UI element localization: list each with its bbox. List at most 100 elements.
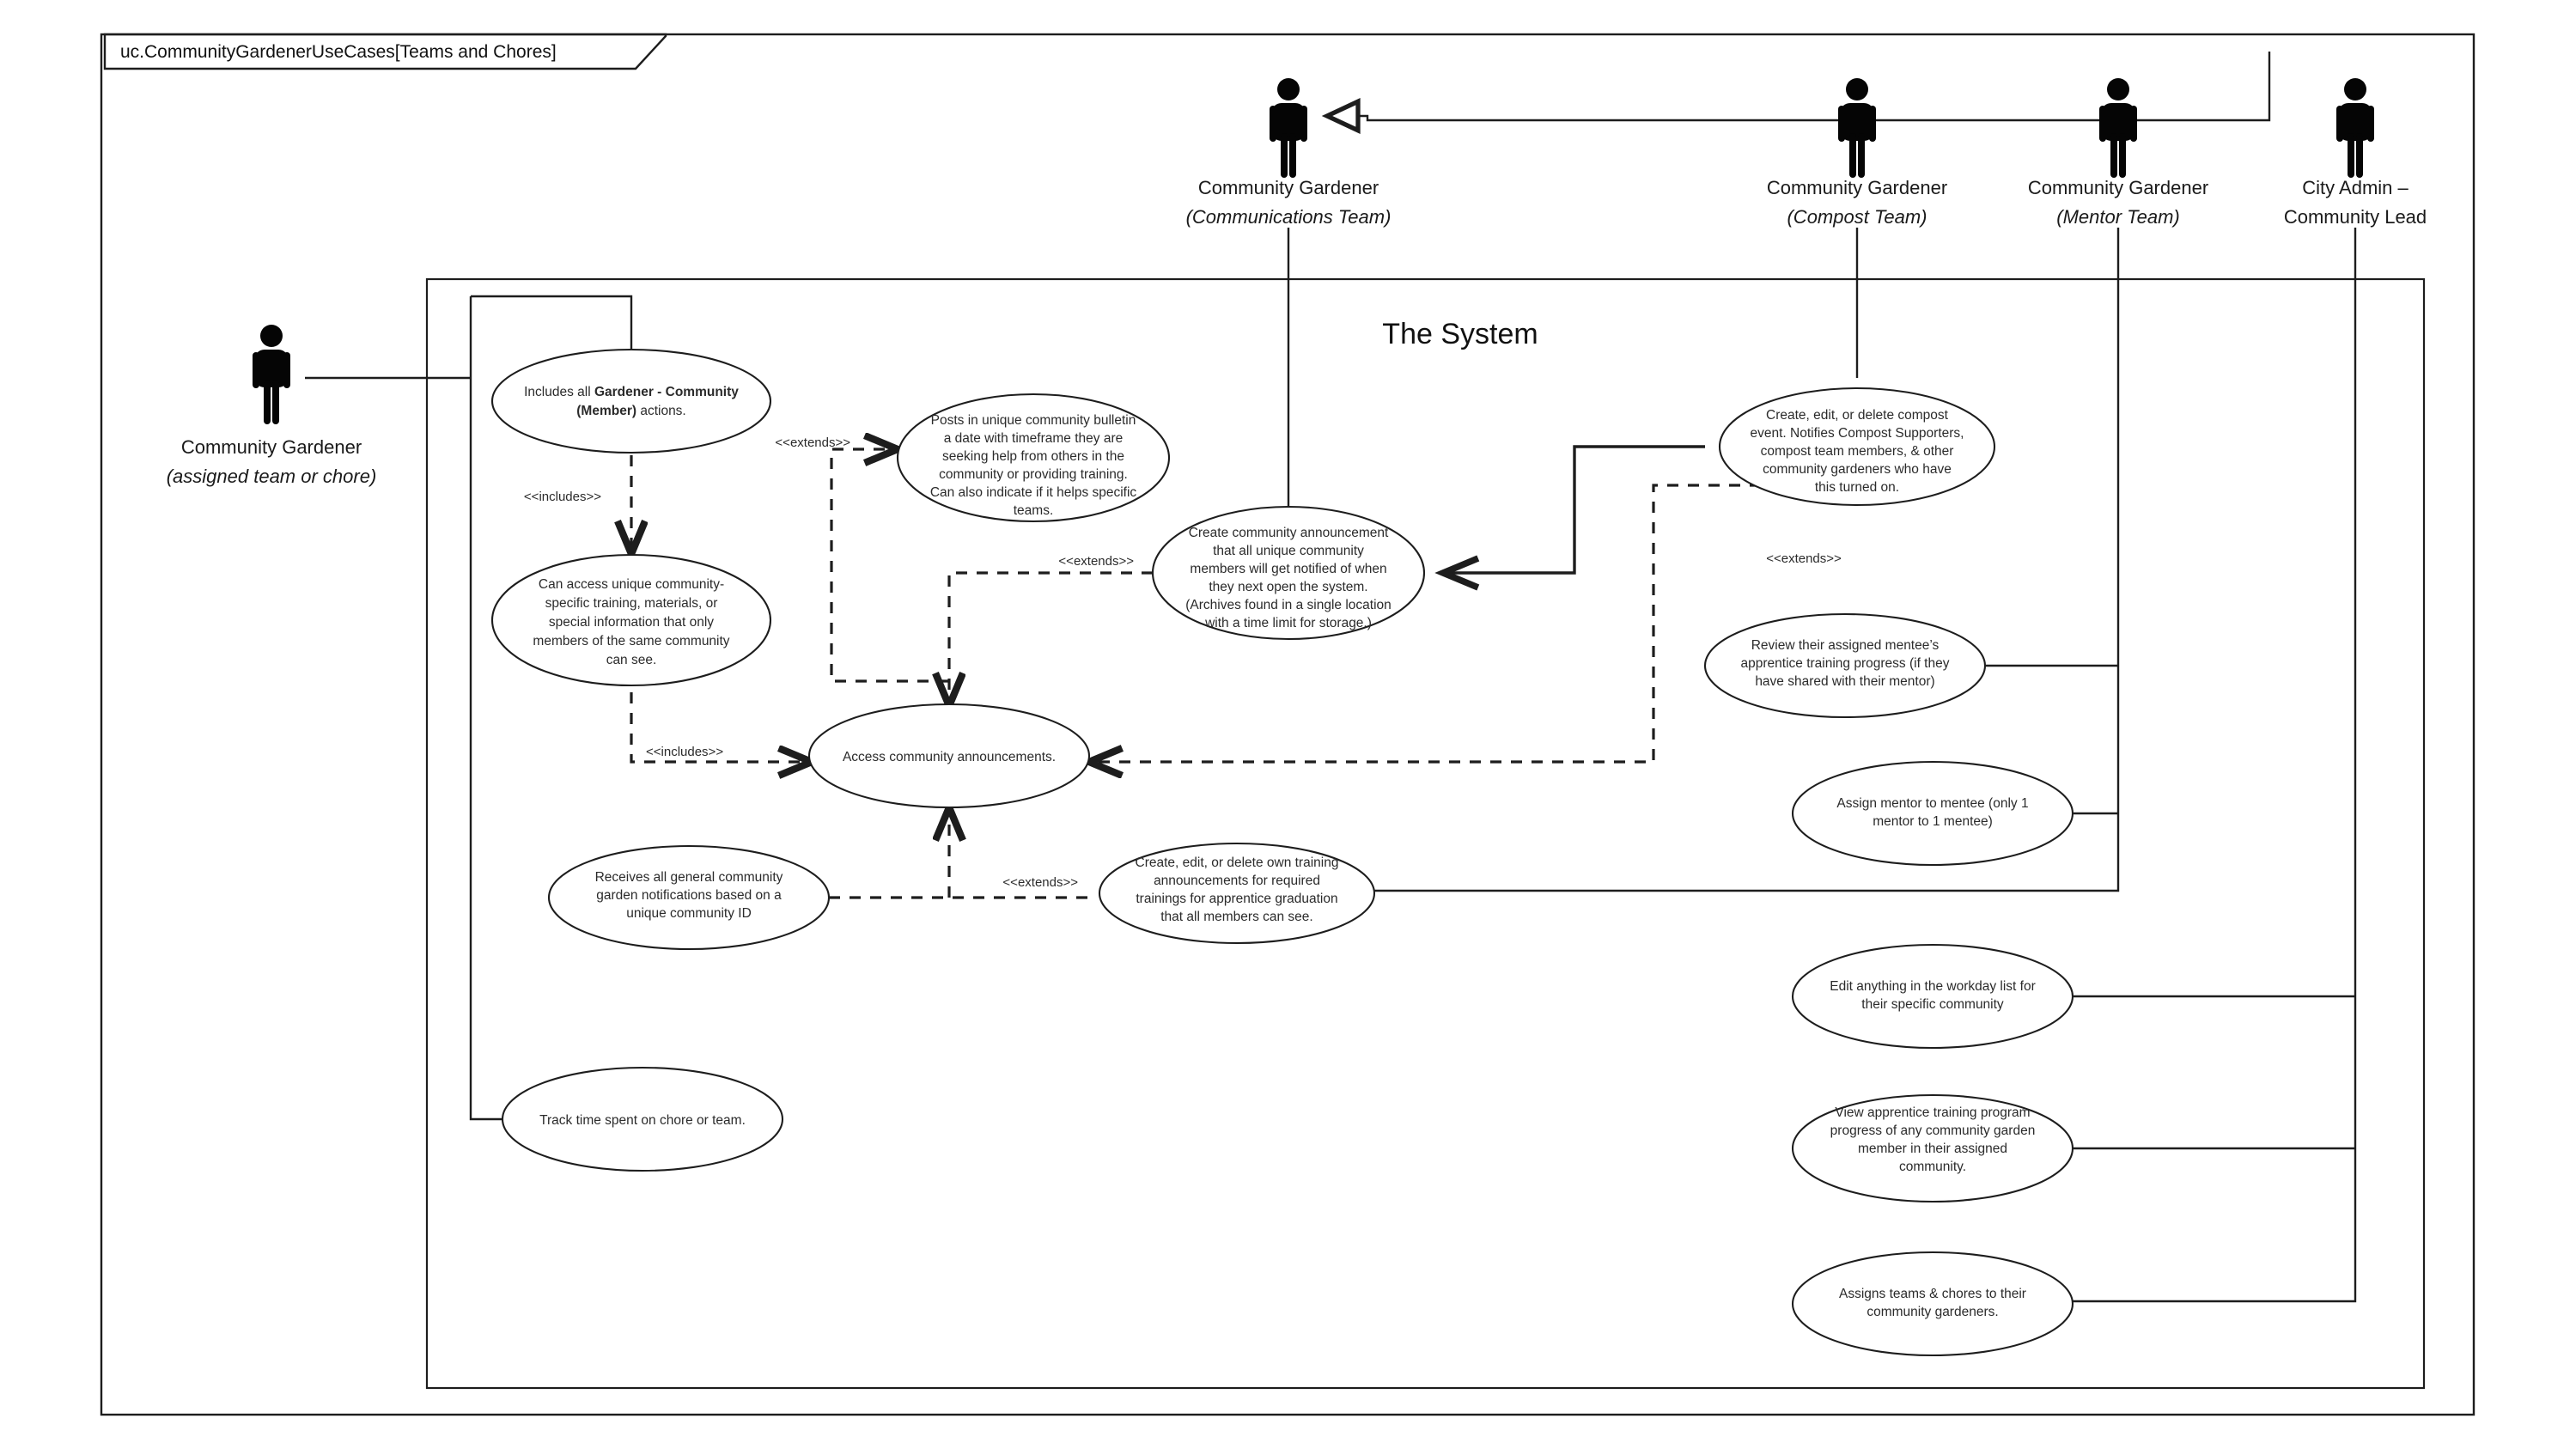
generalization-to-communications xyxy=(1321,52,2271,134)
uc-line: actions. xyxy=(636,404,686,418)
actor-name: Community Gardener xyxy=(1767,177,1947,198)
include-access-to-announcements xyxy=(630,651,812,762)
uc-line: Review their assigned mentee’s xyxy=(1751,638,1940,653)
actor-city-admin[interactable]: City Admin – Community Lead xyxy=(2284,78,2427,228)
uc-line-bold: (Member) xyxy=(576,404,636,418)
uc-line: View apprentice training program xyxy=(1835,1105,2030,1120)
uc-line: specific training, materials, or xyxy=(545,596,718,611)
uc-line: seeking help from others in the xyxy=(942,449,1124,464)
system-title: The System xyxy=(1382,318,1538,350)
uc-line: Assigns teams & chores to their xyxy=(1839,1287,2026,1301)
actor-gardener-assigned[interactable]: Community Gardener (assigned team or cho… xyxy=(167,325,377,487)
stereotype-extends-1: <<extends>> xyxy=(775,435,850,450)
uc-line: member in their assigned xyxy=(1858,1142,2007,1156)
use-case-edit-workday-list[interactable]: Edit anything in the workday list for th… xyxy=(1791,943,2074,1050)
uc-line: compost team members, & other xyxy=(1761,444,1954,459)
extend-bulletin xyxy=(830,449,949,683)
actor-gardener-compost[interactable]: Community Gardener (Compost Team) xyxy=(1767,78,1947,228)
use-case-access-announcements[interactable]: Access community announcements. xyxy=(807,703,1091,809)
stereotype-includes-2: <<includes>> xyxy=(646,745,723,759)
uc-line: trainings for apprentice graduation xyxy=(1136,892,1337,906)
uc-line: that all unique community xyxy=(1213,544,1364,558)
actor-qualifier: (Communications Team) xyxy=(1186,206,1392,228)
assoc-mentor-vertical xyxy=(1373,228,2120,892)
use-case-track-time[interactable]: Track time spent on chore or team. xyxy=(501,1066,784,1172)
uc-line: Receives all general community xyxy=(595,870,783,885)
actor-name: Community Gardener xyxy=(181,436,362,458)
uc-line: that all members can see. xyxy=(1160,910,1312,924)
uc-line: (Archives found in a single location xyxy=(1185,598,1392,612)
uc-line: this turned on. xyxy=(1815,480,1899,495)
use-case-receives-notifications[interactable]: Receives all general community garden no… xyxy=(547,844,831,951)
use-case-training-announcements[interactable]: Create, edit, or delete own training ann… xyxy=(1098,842,1376,945)
uc-line: their specific community xyxy=(1861,997,2004,1012)
uc-line: Create, edit, or delete compost xyxy=(1766,408,1949,423)
uc-line: Can access unique community- xyxy=(539,577,724,592)
assoc-left-rail-top xyxy=(471,295,633,361)
actor-qualifier: (assigned team or chore) xyxy=(167,466,377,487)
use-case-includes-member-actions[interactable]: Includes all Gardener - Community (Membe… xyxy=(490,348,772,454)
uc-line: Create, edit, or delete own training xyxy=(1136,855,1339,870)
uc-line: Posts in unique community bulletin xyxy=(931,413,1136,428)
actor-qualifier: Community Lead xyxy=(2284,206,2427,228)
uc-line: community gardeners who have xyxy=(1763,462,1952,477)
use-case-create-community-announcement[interactable]: Create community announcement that all u… xyxy=(1151,505,1426,641)
actor-figure-icon xyxy=(2099,78,2137,178)
use-case-access-community-specific[interactable]: Can access unique community- specific tr… xyxy=(490,553,772,687)
actor-qualifier: (Mentor Team) xyxy=(2056,206,2179,228)
uc-line: progress of any community garden xyxy=(1830,1123,2036,1138)
stereotype-extends-3: <<extends>> xyxy=(1766,551,1842,566)
actor-figure-icon xyxy=(2336,78,2374,178)
extend-right-loop xyxy=(1089,484,1823,762)
uc-line: apprentice training progress (if they xyxy=(1741,656,1950,671)
actor-gardener-communications[interactable]: Community Gardener (Communications Team) xyxy=(1186,78,1392,228)
uc-line: Can also indicate if it helps specific xyxy=(930,485,1137,500)
frame-title-text: uc.CommunityGardenerUseCases[Teams and C… xyxy=(120,42,557,62)
uc-line: Edit anything in the workday list for xyxy=(1830,979,2036,994)
actor-gardener-mentor[interactable]: Community Gardener (Mentor Team) xyxy=(2028,78,2208,228)
uc-line: have shared with their mentor) xyxy=(1755,674,1934,689)
uc-line: Access community announcements. xyxy=(843,750,1056,764)
svg-text:Includes all Gardener - Commun: Includes all Gardener - Community xyxy=(524,385,739,399)
use-case-post-bulletin[interactable]: Posts in unique community bulletin a dat… xyxy=(896,393,1171,523)
uc-line: members will get notified of when xyxy=(1190,562,1386,576)
assoc-city-admin-vertical xyxy=(2072,228,2357,1303)
uc-line: special information that only xyxy=(549,615,714,630)
uc-line: Includes all xyxy=(524,385,594,399)
use-case-view-apprentice-progress[interactable]: View apprentice training program progres… xyxy=(1791,1093,2074,1203)
actor-name: Community Gardener xyxy=(2028,177,2208,198)
actor-figure-icon xyxy=(253,325,290,424)
assoc-compost-to-create xyxy=(1443,445,1705,573)
use-case-assign-mentor[interactable]: Assign mentor to mentee (only 1 mentor t… xyxy=(1791,760,2074,867)
uc-line: Create community announcement xyxy=(1189,526,1389,540)
stereotype-extends-4: <<extends>> xyxy=(1002,875,1078,890)
actor-name: City Admin – xyxy=(2302,177,2409,198)
stereotype-includes-1: <<includes>> xyxy=(524,490,601,504)
use-case-review-mentee-progress[interactable]: Review their assigned mentee’s apprentic… xyxy=(1703,612,1987,719)
uc-line: event. Notifies Compost Supporters, xyxy=(1751,426,1964,441)
use-case-compost-event[interactable]: Create, edit, or delete compost event. N… xyxy=(1718,387,1996,507)
uc-line: a date with timeframe they are xyxy=(944,431,1124,446)
uc-line: community. xyxy=(1899,1160,1966,1174)
svg-text:(Member) actions.: (Member) actions. xyxy=(576,404,686,418)
stereotype-extends-2: <<extends>> xyxy=(1058,554,1134,569)
uc-line: teams. xyxy=(1014,503,1054,518)
uc-line: unique community ID xyxy=(626,906,752,921)
actor-qualifier: (Compost Team) xyxy=(1787,206,1927,228)
actor-figure-icon xyxy=(1838,78,1876,178)
uc-line: Track time spent on chore or team. xyxy=(539,1113,746,1128)
uc-line: with a time limit for storage.) xyxy=(1204,616,1372,630)
uc-line: garden notifications based on a xyxy=(596,888,782,903)
uc-line: community or providing training. xyxy=(939,467,1128,482)
frame-title-tab: uc.CommunityGardenerUseCases[Teams and C… xyxy=(103,33,667,70)
actor-figure-icon xyxy=(1270,78,1307,178)
uc-line: can see. xyxy=(606,653,657,667)
uc-line-bold: Gardener - Community xyxy=(594,385,739,399)
uc-line: announcements for required xyxy=(1154,874,1320,888)
actor-name: Community Gardener xyxy=(1198,177,1379,198)
uc-line: mentor to 1 mentee) xyxy=(1873,814,1993,829)
uc-line: members of the same community xyxy=(533,634,729,648)
system-boundary xyxy=(425,277,2426,1390)
use-case-assign-teams-chores[interactable]: Assigns teams & chores to their communit… xyxy=(1791,1251,2074,1357)
